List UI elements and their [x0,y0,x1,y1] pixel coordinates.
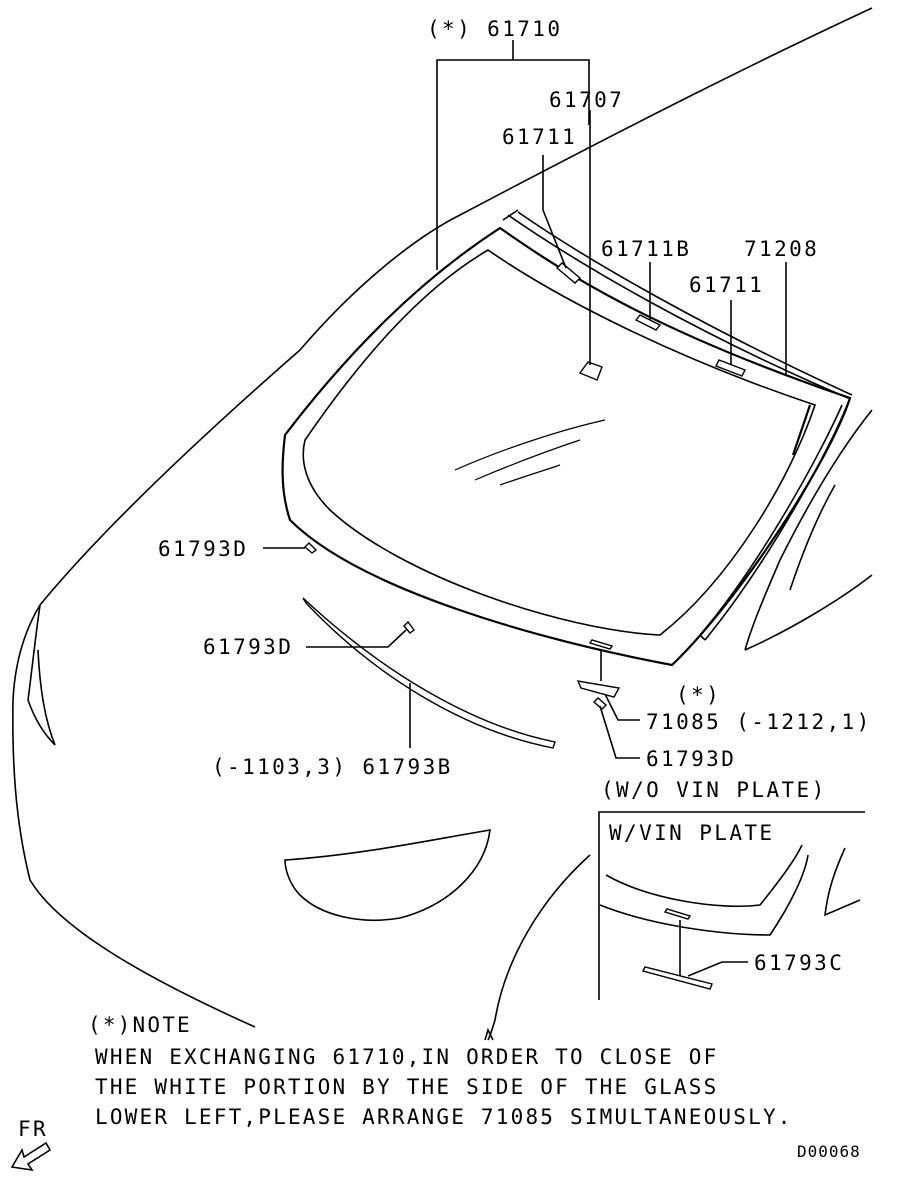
label-spacer-top-left: 61711 [502,125,577,149]
label-spacer-top-right: 61711 [689,273,764,297]
leader-lines [263,40,787,759]
label-dam-left: 61793D [158,537,248,561]
front-arrow-icon [10,1141,52,1172]
label-spacer-b: 61711B [601,237,691,261]
dam-left-shape [303,542,318,554]
diagram-code: D00068 [797,1142,861,1161]
lower-strip-shape [302,597,556,749]
vin-white-portion-shape [663,908,692,920]
spacer-top-right-shape [715,359,746,377]
windshield-glass [281,209,853,667]
label-mirror-bracket: 61707 [549,88,624,112]
label-w-vin: W/VIN PLATE [609,821,774,845]
label-asterisk: (*) [676,683,721,707]
note-line-2: THE WHITE PORTION BY THE SIDE OF THE GLA… [95,1075,718,1099]
spacer-b-shape [634,314,662,331]
note-title: (*)NOTE [88,1013,192,1037]
dam-mid-shape [403,620,415,634]
label-dam-mid: 61793D [203,635,293,659]
mirror-bracket-shape [578,361,603,381]
vin-strip-shape [641,966,713,990]
label-molding: 71208 [744,237,819,261]
label-wo-vin: (W/O VIN PLATE) [601,778,827,802]
white-portion-shape [588,639,614,650]
dam-bottom-shape [592,697,608,710]
label-vin-part: 61793C [754,951,844,975]
label-dam-bottom: 61793D [646,747,736,771]
front-indicator-label: FR [18,1117,48,1141]
spacer-top-left-shape [555,262,582,284]
note-line-1: WHEN EXCHANGING 61710,IN ORDER TO CLOSE … [95,1045,718,1069]
label-plate: 71085 (-1212,1) [646,710,872,734]
plate-shape [576,680,621,698]
vin-plate-inset [598,811,865,1000]
exchange-note: (*)NOTE WHEN EXCHANGING 61710,IN ORDER T… [88,1013,793,1129]
label-windshield-assy: (*) 61710 [427,17,562,41]
car-body-outline [12,7,873,1041]
small-parts [302,262,746,749]
label-lower-strip: (-1103,3) 61793B [212,755,453,779]
part-labels: (*) 61710 61707 61711 61711B 71208 61711… [158,17,872,975]
note-line-3: LOWER LEFT,PLEASE ARRANGE 71085 SIMULTAN… [95,1105,793,1129]
